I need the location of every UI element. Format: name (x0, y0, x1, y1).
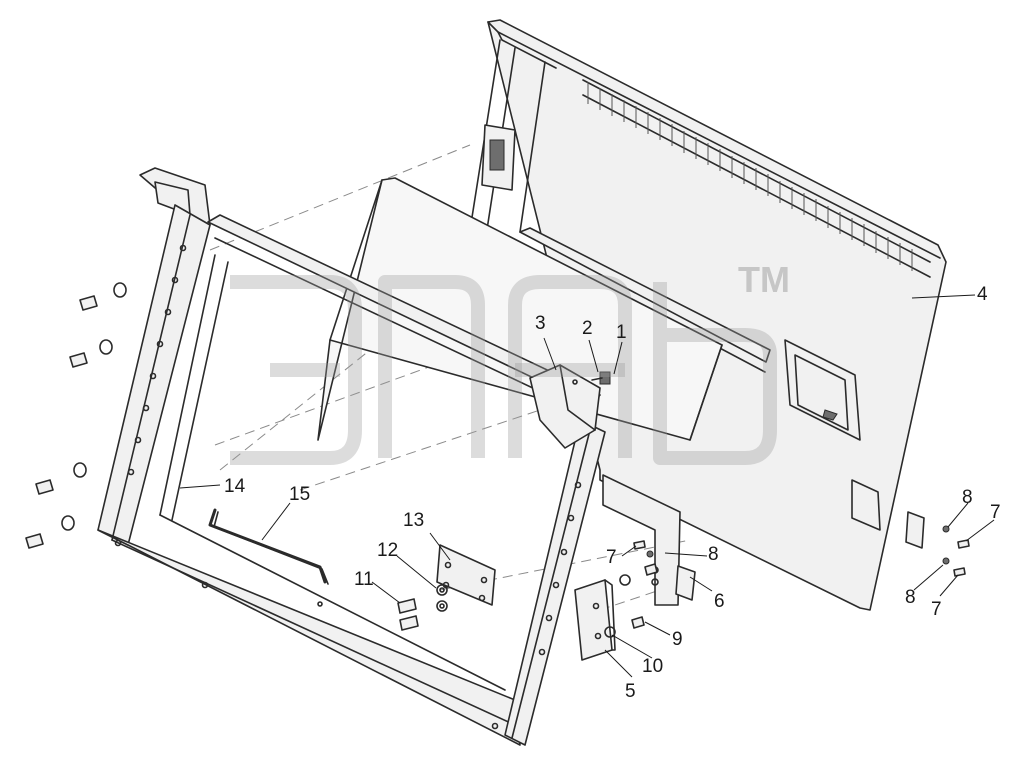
washers-part-12 (436, 584, 448, 612)
callout-2: 2 (582, 318, 593, 339)
block-part-5 (574, 579, 616, 661)
main-frame (97, 167, 611, 746)
callout-11: 11 (354, 569, 374, 590)
callout-7-left: 7 (606, 547, 617, 568)
bolts-part-11 (397, 598, 419, 631)
callout-4: 4 (977, 284, 988, 305)
callout-10: 10 (642, 656, 663, 677)
callout-12: 12 (377, 540, 398, 561)
vent-louvers (582, 79, 931, 278)
bracket-part-6 (602, 474, 696, 606)
callout-8-right-bottom: 8 (905, 587, 916, 608)
inner-plate (317, 177, 723, 441)
callout-7-right-bottom: 7 (931, 599, 942, 620)
callout-1: 1 (616, 322, 627, 343)
back-panel-part-4 (469, 19, 947, 611)
callout-leaders (179, 294, 995, 678)
callout-9: 9 (672, 629, 683, 650)
callout-15: 15 (289, 484, 310, 505)
callout-6: 6 (714, 591, 725, 612)
callout-5: 5 (625, 681, 636, 702)
left-post-holes (127, 244, 187, 476)
handle-rod-part-15 (208, 508, 329, 585)
callout-3: 3 (535, 313, 546, 334)
callout-14: 14 (224, 476, 246, 497)
callout-13: 13 (403, 510, 424, 531)
callout-8-left: 8 (708, 544, 719, 565)
callout-8-right-top: 8 (962, 487, 973, 508)
fasteners-parts-7-8-9-10 (604, 525, 970, 638)
trademark-symbol: TM (738, 259, 790, 300)
watermark-logo: TM (230, 259, 790, 465)
callout-7-right-top: 7 (990, 502, 1001, 523)
left-bolts (25, 282, 127, 549)
callout-labels: 1 2 3 4 5 6 7 7 7 8 8 8 9 10 11 12 13 14… (224, 284, 1001, 702)
right-post-holes (538, 481, 582, 656)
